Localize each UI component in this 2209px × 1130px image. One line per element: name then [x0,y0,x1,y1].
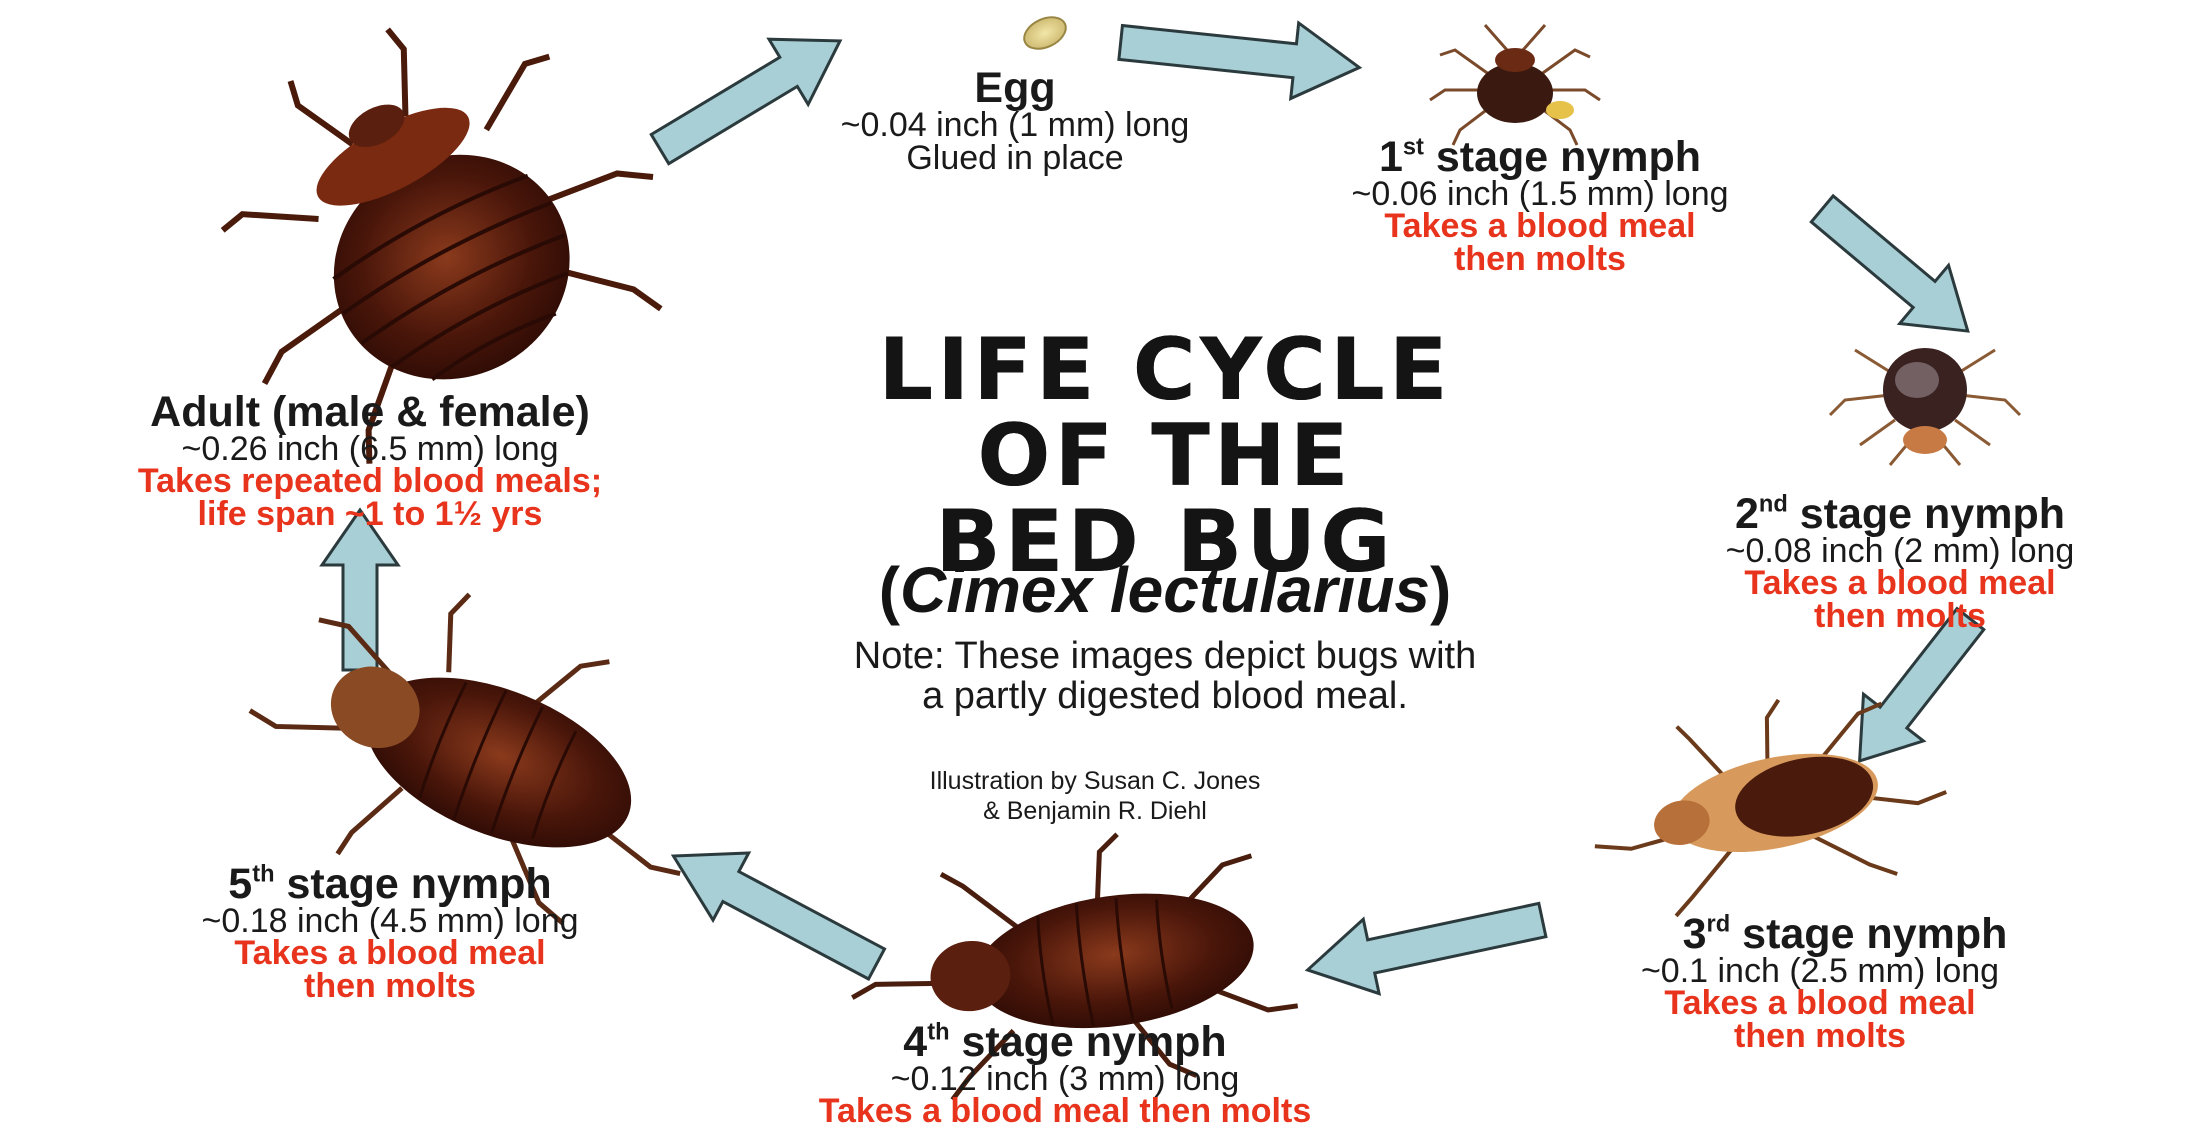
arrow-nymph5-to-adult [322,510,398,670]
nymph3-desc-2: then molts [1520,1017,2120,1055]
egg-label: Egg [860,64,1170,112]
nymph4-suffix: th [927,1019,949,1045]
egg-image [1019,11,1071,55]
nymph1-name: stage nymph [1424,133,1701,181]
note-line-1: Note: These images depict bugs with [560,635,1770,678]
arrow-nymph4-to-nymph5 [656,822,895,997]
nymph2-ordinal: 2 [1735,490,1759,538]
nymph1-suffix: st [1403,134,1424,160]
nymph5-desc-2: then molts [90,967,690,1005]
nymph4-name: stage nymph [950,1018,1227,1066]
nymph2-label: 2nd stage nymph [1600,490,2200,538]
nymph1-label: 1st stage nymph [1230,133,1850,181]
scientific-name-text: Cimex lectularius [900,554,1430,626]
credit-line-1: Illustration by Susan C. Jones [765,767,1425,795]
nymph5-label: 5th stage nymph [100,860,680,908]
nymph3-name: stage nymph [1730,910,2007,958]
nymph2-desc-2: then molts [1600,597,2200,635]
nymph4-desc-1: Takes a blood meal then molts [660,1092,1470,1130]
nymph1-ordinal: 1 [1379,133,1403,181]
adult-desc-2: life span ~1 to 1½ yrs [5,495,735,533]
scientific-paren-open: ( [879,554,900,626]
nymph3-ordinal: 3 [1683,910,1707,958]
nymph4-ordinal: 4 [903,1018,927,1066]
nymph1-desc-2: then molts [1220,240,1860,278]
title-line-1: LIFE CYCLE [760,322,1570,418]
nymph3-suffix: rd [1707,911,1731,937]
scientific-paren-close: ) [1430,554,1451,626]
arrow-nymph3-to-nymph4 [1300,883,1551,1007]
scientific-name: (Cimex lectularius) [660,555,1670,627]
nymph3-label: 3rd stage nymph [1545,910,2145,958]
note-line-2: a partly digested blood meal. [560,675,1770,718]
nymph4-label: 4th stage nymph [760,1018,1370,1066]
egg-desc: Glued in place [710,139,1320,177]
nymph5-suffix: th [252,861,274,887]
nymph1-image [1430,25,1600,145]
credit-line-2: & Benjamin R. Diehl [765,797,1425,825]
nymph2-name: stage nymph [1788,490,2065,538]
adult-label: Adult (male & female) [5,388,735,436]
nymph5-name: stage nymph [275,860,552,908]
nymph5-ordinal: 5 [228,860,252,908]
nymph2-image [1830,348,2020,465]
nymph2-suffix: nd [1759,491,1788,517]
title-line-2: OF THE [760,408,1570,504]
